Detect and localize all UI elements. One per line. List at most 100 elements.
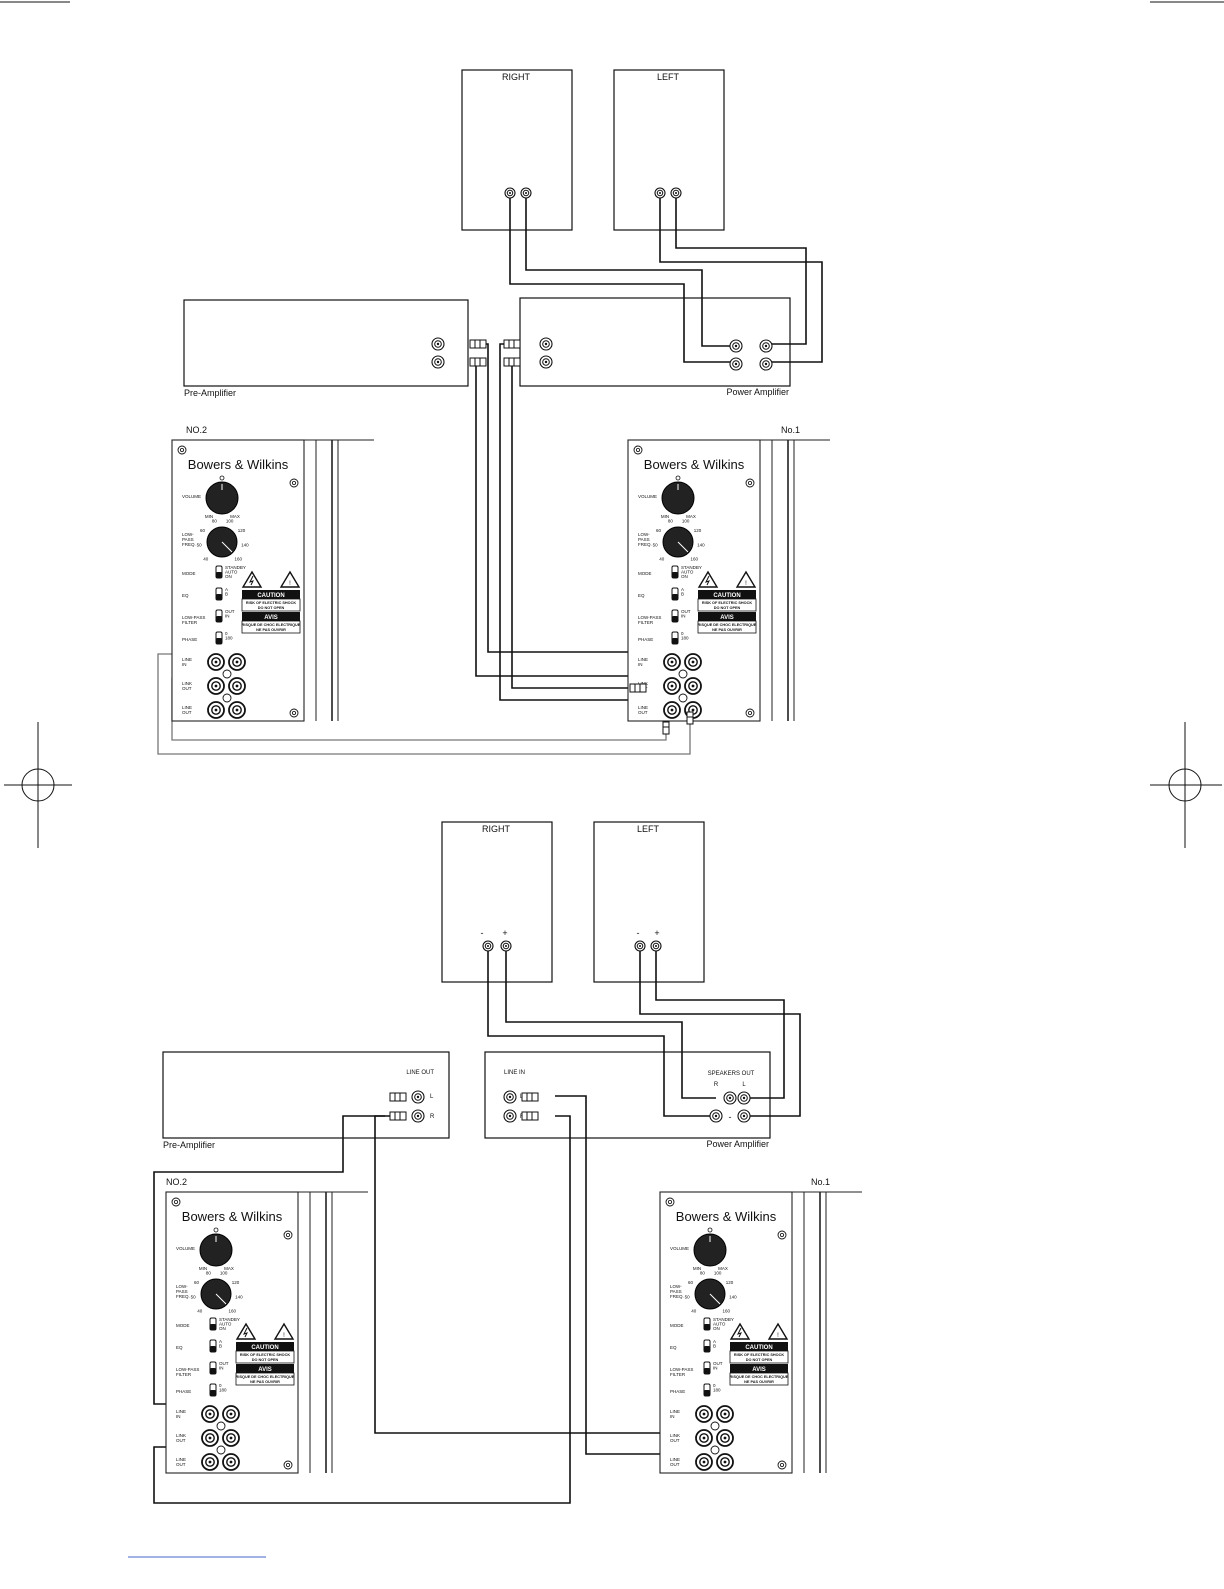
binding-post-core: [544, 342, 548, 346]
lowpass-tick-label: 80: [668, 518, 674, 523]
speaker-cable-right-a: [509, 193, 736, 363]
phase-switch-toggle: [210, 1390, 216, 1396]
volume-min-label: MIN: [693, 1266, 701, 1271]
lowpass-tick-label: 80: [212, 518, 218, 523]
rca-socket-pin: [214, 684, 218, 688]
binding-post-ring: [740, 1112, 748, 1120]
lowpass-tick-label: 100: [226, 518, 234, 523]
warning-icon: [273, 1322, 295, 1340]
lowpass-freq-label: FREQ.: [638, 542, 652, 547]
binding-post-ring: [542, 340, 550, 348]
warning-exclamation: !: [283, 1333, 285, 1339]
lightning-icon: [249, 575, 254, 586]
binding-post-ring: [522, 189, 530, 197]
amp-jack: [411, 1090, 425, 1104]
lowpass-knob-pointer: [709, 1293, 721, 1305]
speaker-left-label-2: LEFT: [637, 824, 660, 834]
amp-jack: [411, 1109, 425, 1123]
binding-post-ring: [434, 358, 442, 366]
screw-icon-inner: [636, 447, 641, 452]
avis-line1: RISQUE DE CHOC ELECTRIQUE: [236, 1375, 295, 1379]
binding-post-ring: [542, 358, 550, 366]
caution-line1: RISK OF ELECTRIC SHOCK: [734, 1353, 784, 1357]
binding-post-core: [639, 945, 641, 947]
binding-post-ring: [434, 340, 442, 348]
binding-post-core: [714, 1114, 718, 1118]
rca-socket-pin: [702, 1412, 706, 1416]
binding-post-core: [508, 1095, 512, 1099]
power-led-icon: [213, 1227, 219, 1233]
lowpass-tick-label: 50: [197, 543, 203, 548]
binding-post-ring: [484, 942, 492, 950]
caution-body: [235, 1350, 295, 1364]
rca-plug-sub: [662, 721, 670, 735]
screw-icon: [216, 1445, 226, 1455]
binding-post-core: [728, 1096, 732, 1100]
eq-option: A: [713, 1339, 716, 1344]
screw-icon: [745, 708, 755, 718]
lowpass-tick-label: 60: [194, 1280, 200, 1285]
poweramp-box: [519, 297, 791, 387]
warning-exclamation: !: [777, 1333, 779, 1339]
caution-line2: DO NOT OPEN: [714, 606, 741, 610]
rca-plug-body: [521, 1092, 539, 1102]
shock-warning-icon: [235, 1322, 257, 1340]
rca-socket-ring: [667, 681, 677, 691]
lowpass-filter-option: OUT: [219, 1361, 229, 1366]
screw-icon: [177, 445, 187, 455]
speaker-left-label: LEFT: [657, 72, 680, 82]
avis-header: [730, 1364, 788, 1373]
screw-icon: [745, 478, 755, 488]
rca-plug-body: [389, 1111, 407, 1121]
amp-jack: [431, 337, 445, 351]
phase-option: 0: [681, 631, 684, 636]
lowpass-filter-label: LOW-PASS: [176, 1367, 199, 1372]
phase-switch-toggle: [672, 638, 678, 644]
speaker-left-box-2: [593, 821, 705, 983]
mode-option: AUTO: [219, 1322, 232, 1327]
rca-socket-pin: [229, 1436, 233, 1440]
socket-row-label: IN: [638, 662, 643, 667]
binding-post-ring: [656, 189, 664, 197]
speaker-right-label-2: RIGHT: [482, 824, 511, 834]
binding-post-ring: [740, 1094, 748, 1102]
rca-plug-body: [469, 339, 487, 349]
socket-row-label: LINE: [638, 657, 648, 662]
lowpass-tick-label: 60: [688, 1280, 694, 1285]
mode-option: STANDBY: [219, 1317, 240, 1322]
lowpass-tick-label: 120: [238, 528, 246, 533]
avis-line2: NE PAS OUVRIR: [250, 1380, 280, 1384]
screw-icon: [283, 1460, 293, 1470]
rca-socket-pin: [235, 684, 239, 688]
rca-plug-sub: [629, 683, 647, 693]
preamp-box: [183, 299, 469, 387]
mode-switch-toggle: [210, 1324, 216, 1330]
lowpass-freq-label: FREQ.: [182, 542, 196, 547]
lowpass-freq-label: PASS: [670, 1289, 682, 1294]
rca-socket-pin: [691, 684, 695, 688]
sub-brand-logo: Bowers & Wilkins: [188, 457, 289, 472]
caution-header: [698, 590, 756, 599]
lowpass-filter-option: IN: [681, 614, 686, 619]
avis-line1: RISQUE DE CHOC ELECTRIQUE: [730, 1375, 789, 1379]
lowpass-filter-switch-toggle: [672, 616, 678, 622]
volume-max-label: MAX: [686, 514, 696, 519]
sub-brand-logo: Bowers & Wilkins: [644, 457, 745, 472]
caution-line1: RISK OF ELECTRIC SHOCK: [240, 1353, 290, 1357]
binding-post-core: [742, 1096, 746, 1100]
rca-socket-pin: [229, 1460, 233, 1464]
lowpass-knob-pointer: [677, 541, 689, 553]
eq-option: A: [219, 1339, 222, 1344]
lowpass-filter-label: LOW-PASS: [638, 615, 661, 620]
mode-option: ON: [225, 574, 232, 579]
speaker-cable-right-plus: [505, 946, 716, 1099]
amp-jack: [729, 339, 743, 353]
eq-switch-toggle: [704, 1346, 710, 1352]
caution-title: CAUTION: [745, 1345, 772, 1351]
rca-socket-ring: [232, 681, 242, 691]
lowpass-freq-label: LOW-: [638, 532, 650, 537]
lowpass-tick-label: 120: [694, 528, 702, 533]
avis-title: AVIS: [258, 1367, 272, 1373]
avis-body: [235, 1372, 295, 1386]
socket-row-label: OUT: [182, 710, 192, 715]
